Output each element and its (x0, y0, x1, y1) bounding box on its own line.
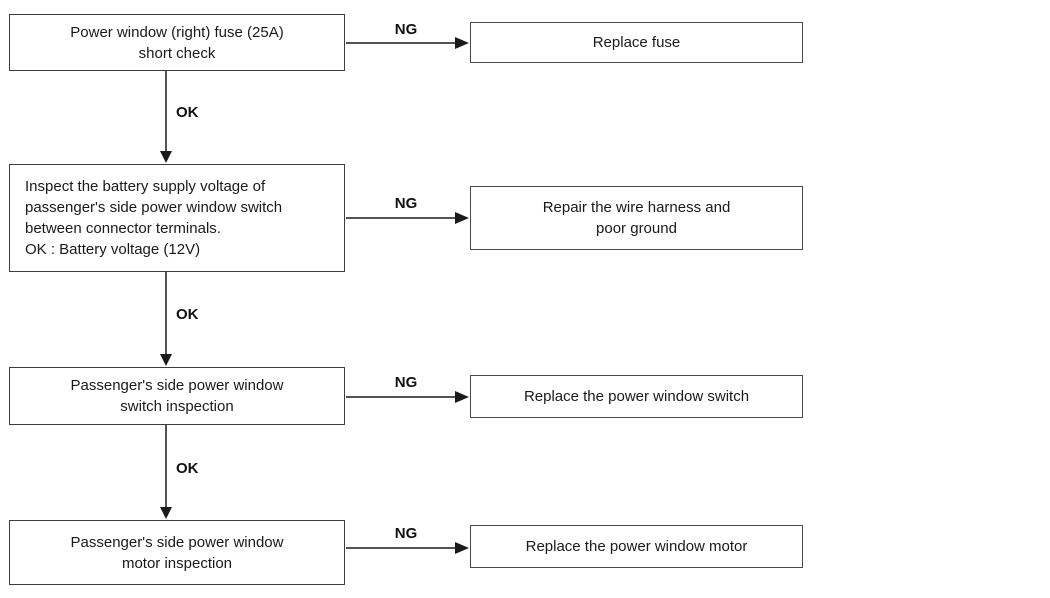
ng-arrow-4 (346, 542, 469, 554)
ng-arrow-2 (346, 212, 469, 224)
ng-label-1: NG (394, 21, 418, 38)
step-fuse-short-check: Power window (right) fuse (25A) short ch… (9, 14, 345, 71)
ng-label-2: NG (394, 195, 418, 212)
ok-arrow-3 (160, 425, 172, 519)
step-switch-inspection: Passenger's side power window switch ins… (9, 367, 345, 425)
ng-label-4: NG (394, 525, 418, 542)
ok-label-2: OK (176, 306, 199, 323)
ng-label-3: NG (394, 374, 418, 391)
result-replace-power-window-switch: Replace the power window switch (470, 375, 803, 418)
ok-label-3: OK (176, 460, 199, 477)
ok-arrow-2 (160, 272, 172, 366)
step-battery-voltage-inspection: Inspect the battery supply voltage of pa… (9, 164, 345, 272)
ok-label-1: OK (176, 104, 199, 121)
result-repair-wire-harness: Repair the wire harness and poor ground (470, 186, 803, 250)
ng-arrow-3 (346, 391, 469, 403)
result-replace-fuse: Replace fuse (470, 22, 803, 63)
ok-arrow-1 (160, 71, 172, 163)
result-replace-power-window-motor: Replace the power window motor (470, 525, 803, 568)
step-motor-inspection: Passenger's side power window motor insp… (9, 520, 345, 585)
ng-arrow-1 (346, 37, 469, 49)
